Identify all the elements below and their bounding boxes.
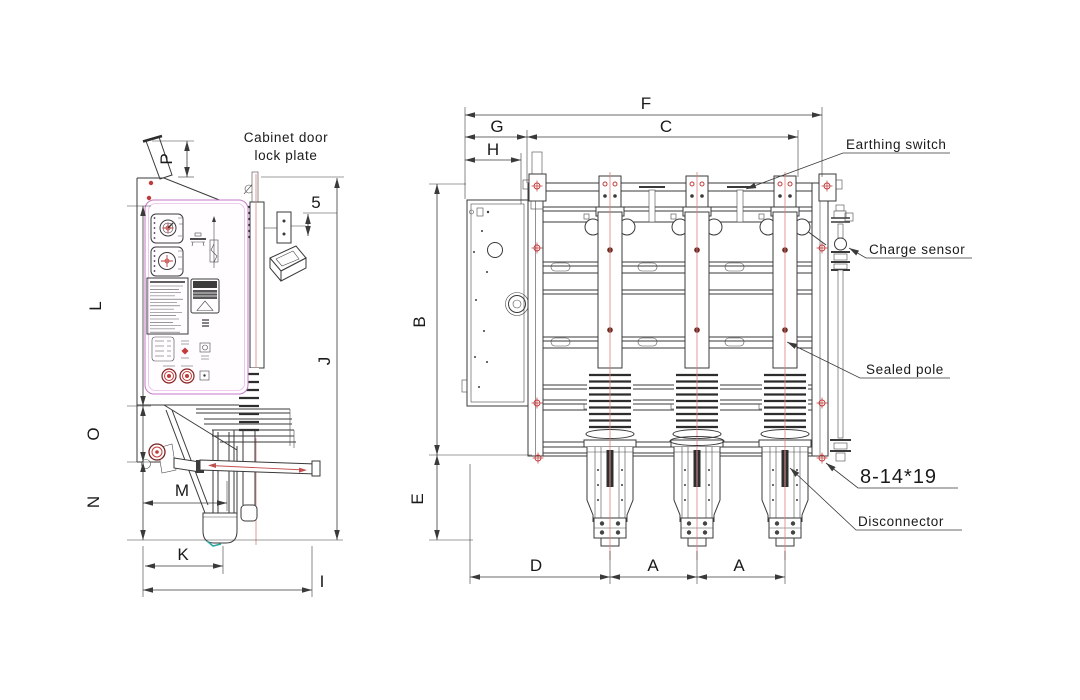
panel-text-stack-icon [202, 319, 209, 327]
dim-label-c: C [660, 117, 672, 136]
cabinet-body [136, 177, 256, 463]
callout-bolt-spec: 8-14*19 [860, 466, 937, 488]
callout-sealed-pole: Sealed pole [866, 362, 944, 377]
dim-label-f: F [641, 94, 651, 113]
dim-label-a1: A [647, 556, 659, 575]
operating-lever [141, 443, 321, 477]
dim-label-o: O [84, 427, 103, 440]
callout-disconnector: Disconnector [858, 514, 944, 529]
right-view-dimensions: F G C H B E D A A [408, 94, 823, 584]
dim-label-k: K [177, 545, 189, 564]
angle-bracket [269, 245, 307, 282]
callout-cabinet-door-lock-plate: Cabinet door lock plate [244, 130, 329, 163]
sealed-pole-2 [669, 170, 725, 562]
warning-label [190, 278, 220, 314]
dim-label-m: M [175, 481, 189, 500]
dim-label-j: J [315, 357, 334, 366]
disconnector-side [165, 409, 238, 547]
right-view-callouts: Earthing switch Charge sensor Sealed pol… [745, 137, 972, 531]
dim-label-b: B [410, 316, 429, 327]
dim-label-n: N [84, 496, 103, 508]
earthing-switch-plates [522, 151, 843, 210]
dim-label-a2: A [733, 556, 745, 575]
left-view-dimensions: P 5 L O N M K I J [84, 140, 344, 597]
callout-charge-sensor: Charge sensor [869, 242, 965, 257]
dim-label-5: 5 [311, 193, 320, 212]
dim-label-h: H [487, 140, 499, 159]
callout-cabinet-door-line2: lock plate [254, 148, 317, 163]
control-panel [144, 199, 249, 395]
legend-box [151, 336, 175, 362]
lock-plate-detail [264, 211, 307, 282]
dim-label-e: E [408, 493, 427, 504]
callout-earthing-switch: Earthing switch [846, 137, 947, 152]
right-front-view: F G C H B E D A A Earthing switch Charg [408, 94, 972, 584]
panel-icons-middle [190, 216, 219, 268]
dim-label-l: L [86, 301, 105, 310]
mechanism-box [461, 199, 529, 407]
lower-mechanism [163, 404, 296, 451]
dim-label-p: P [157, 153, 176, 164]
interlock-rod [142, 134, 173, 180]
nameplate-label [146, 277, 189, 335]
panel-red-indicator [181, 340, 189, 359]
sealed-pole-3 [757, 170, 813, 562]
panel-icons-right [199, 342, 211, 360]
dim-label-i: I [320, 572, 325, 591]
sealed-pole-1 [582, 170, 638, 562]
pole-column-side [239, 171, 265, 545]
open-close-buttons [161, 365, 210, 384]
indicator-dial-1 [150, 213, 184, 244]
dim-label-d: D [530, 556, 542, 575]
indicator-dial-2 [150, 246, 184, 277]
left-side-view: P 5 L O N M K I J Cabinet door [84, 130, 344, 597]
dim-label-g: G [490, 117, 503, 136]
callout-cabinet-door-line1: Cabinet door [244, 130, 329, 145]
charge-sensor-assembly [830, 204, 854, 462]
